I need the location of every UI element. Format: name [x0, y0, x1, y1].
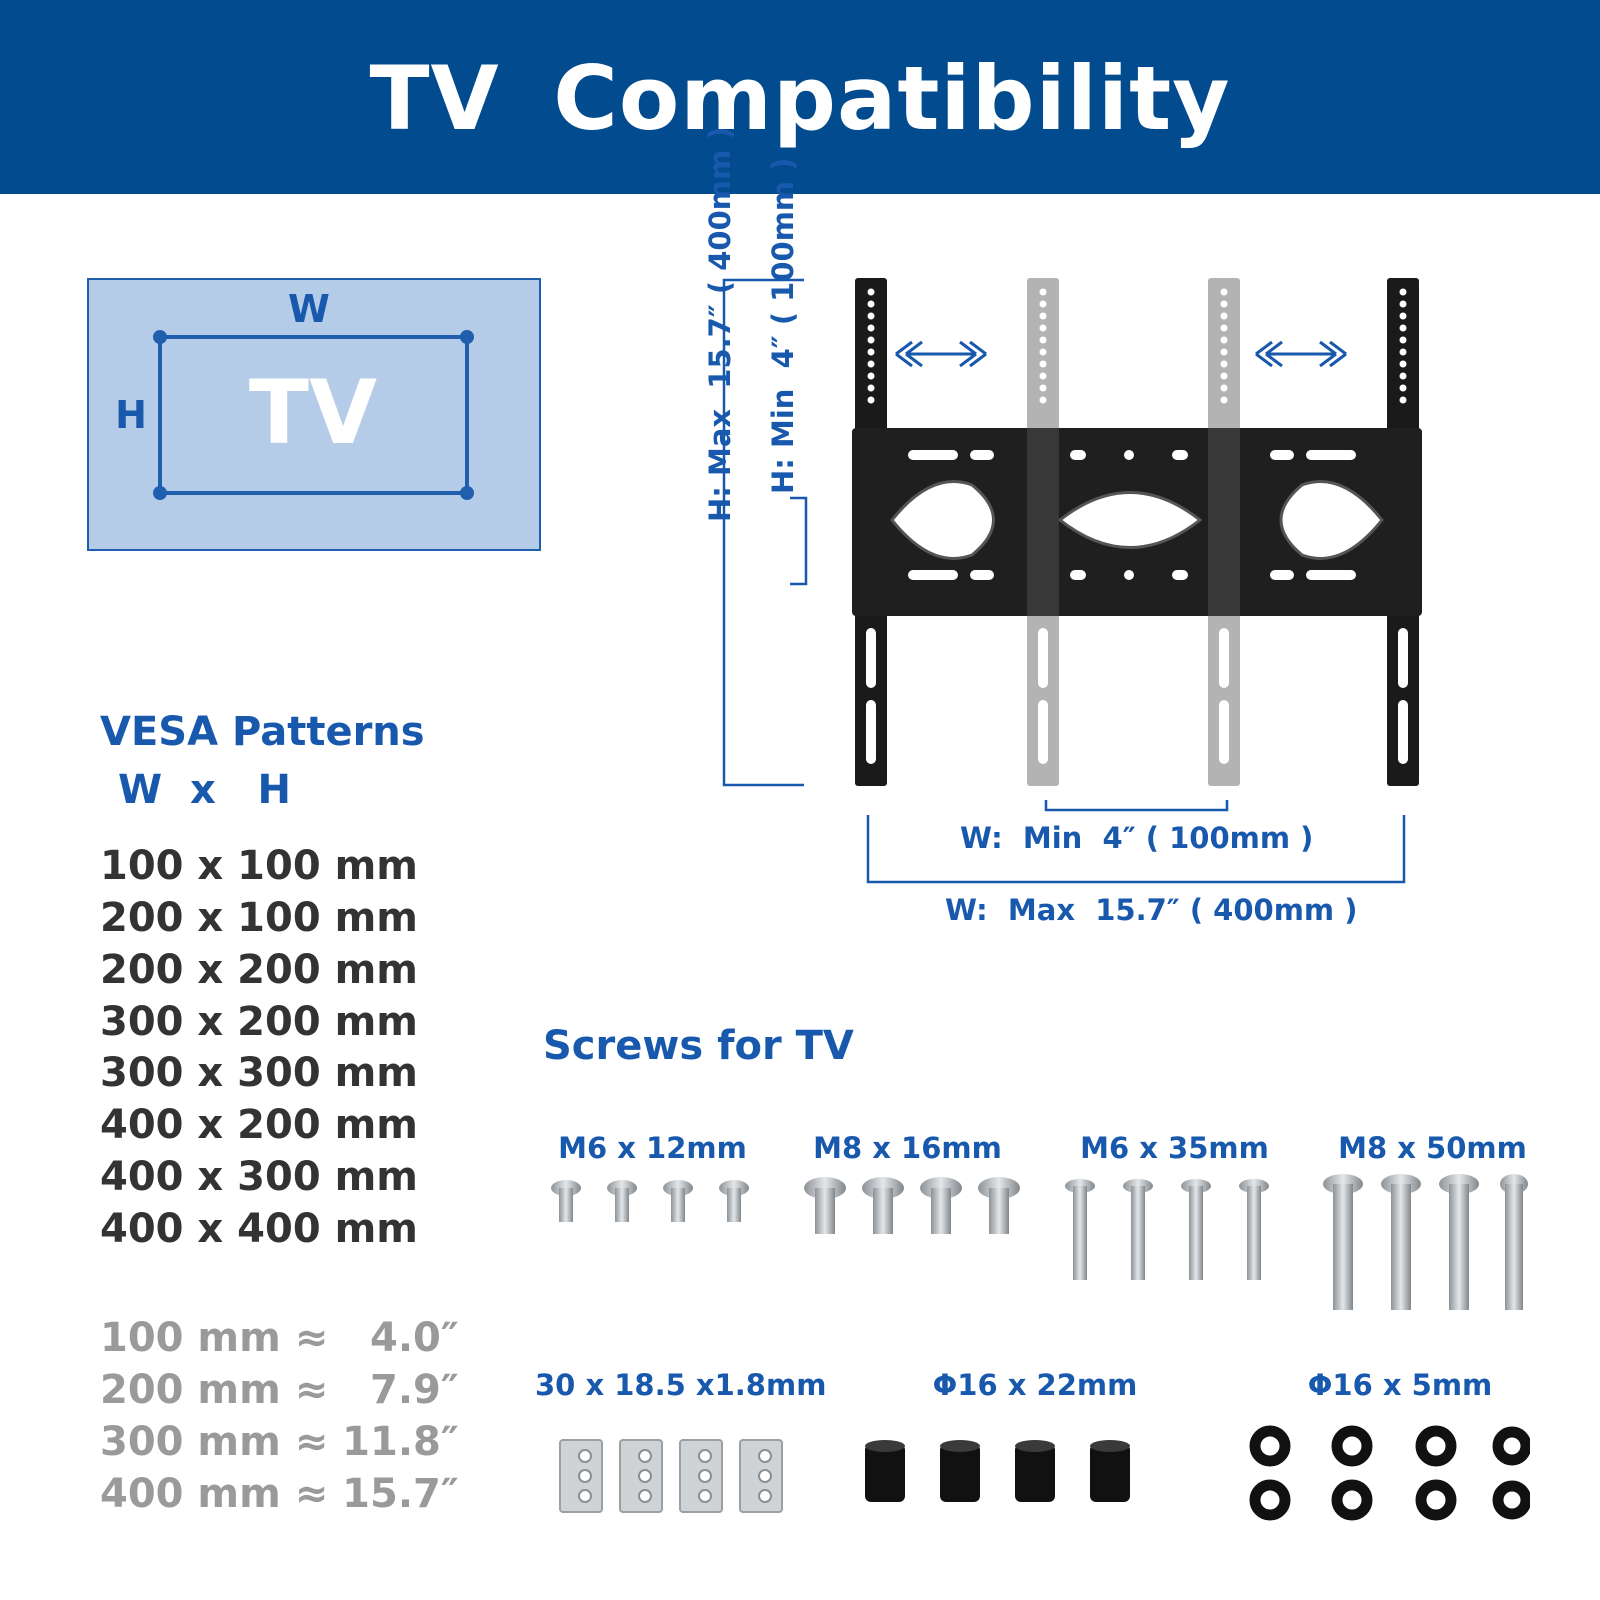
vesa-pattern-row: 300 x 300 mm	[100, 1050, 418, 1096]
screw-m6x12-icon	[551, 1180, 749, 1222]
slide-arrow-icon	[895, 340, 987, 368]
screw-m8x16-icon	[804, 1177, 1020, 1234]
page-title: TV Compatibility	[369, 47, 1231, 150]
width-min-label: W: Min 4″ ( 100mm )	[960, 821, 1314, 855]
vesa-pattern-row: 400 x 200 mm	[100, 1102, 418, 1148]
spacer-label: Φ16 x 22mm	[932, 1368, 1138, 1402]
corner-dot	[460, 486, 474, 500]
screws-heading: Screws for TV	[543, 1023, 854, 1069]
screw-label-m8x16: M8 x 16mm	[813, 1131, 1002, 1165]
arm-holes	[866, 288, 1408, 764]
screw-label-m6x35: M6 x 35mm	[1080, 1131, 1269, 1165]
plate-openings	[890, 480, 1384, 560]
screw-m8x50-icon	[1323, 1174, 1528, 1310]
slide-arrow-icon	[1255, 340, 1347, 368]
vesa-subheading: W x H	[118, 767, 292, 813]
vesa-pattern-row: 400 x 400 mm	[100, 1206, 418, 1252]
vesa-pattern-row: 200 x 100 mm	[100, 895, 418, 941]
screw-m6x35-icon	[1065, 1179, 1269, 1280]
plate-slots	[908, 450, 1356, 580]
height-max-label: H: Max 15.7″ ( 400mm )	[703, 126, 737, 522]
spacer-plate-icon	[559, 1439, 783, 1513]
washer-icon	[1249, 1425, 1530, 1521]
width-max-label: W: Max 15.7″ ( 400mm )	[945, 893, 1358, 927]
conversion-row: 400 mm ≈ 15.7″	[100, 1471, 459, 1517]
hardware-illustrations	[551, 1174, 1530, 1521]
width-min-bracket-line	[1044, 800, 1229, 812]
tv-label: TV	[249, 361, 377, 464]
vesa-pattern-row: 400 x 300 mm	[100, 1154, 418, 1200]
height-min-bracket-line	[790, 496, 808, 586]
plate-label: 30 x 18.5 x1.8mm	[535, 1368, 827, 1402]
conversion-row: 300 mm ≈ 11.8″	[100, 1419, 459, 1465]
width-max-bracket-line	[866, 815, 1406, 884]
width-letter: W	[288, 287, 330, 331]
cylinder-spacer-icon	[865, 1440, 1130, 1502]
header-banner	[0, 0, 1600, 194]
height-max-bracket-line	[722, 278, 804, 787]
vesa-pattern-row: 300 x 200 mm	[100, 999, 418, 1045]
vesa-pattern-row: 200 x 200 mm	[100, 947, 418, 993]
conversion-row: 200 mm ≈ 7.9″	[100, 1367, 459, 1413]
vesa-heading: VESA Patterns	[100, 709, 425, 755]
screw-label-m8x50: M8 x 50mm	[1338, 1131, 1527, 1165]
corner-dot	[460, 330, 474, 344]
height-letter: H	[115, 393, 147, 437]
corner-dot	[153, 330, 167, 344]
screw-label-m6x12: M6 x 12mm	[558, 1131, 747, 1165]
tv-diagram: W H TV	[115, 287, 474, 500]
washer-label: Φ16 x 5mm	[1307, 1368, 1493, 1402]
conversion-row: 100 mm ≈ 4.0″	[100, 1315, 459, 1361]
mount-bracket-diagram	[722, 278, 1422, 884]
height-min-label: H: Min 4″ ( 100mm )	[766, 157, 800, 494]
corner-dot	[153, 486, 167, 500]
vesa-rectangle	[158, 335, 469, 495]
vesa-pattern-row: 100 x 100 mm	[100, 843, 418, 889]
